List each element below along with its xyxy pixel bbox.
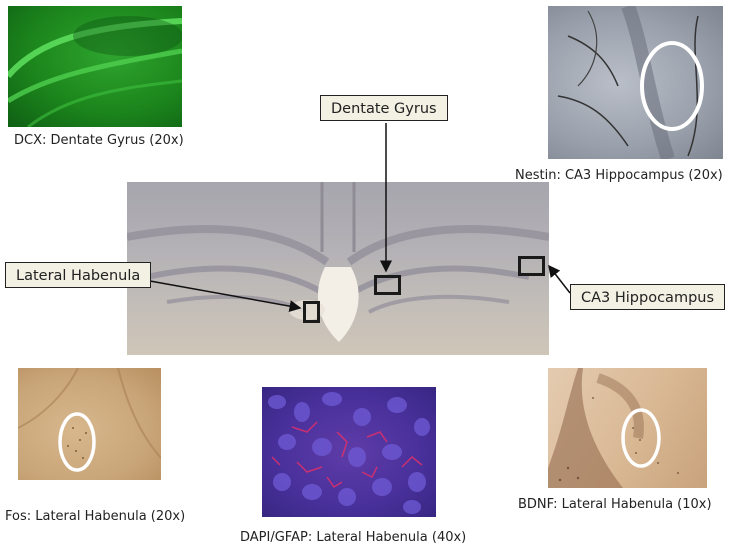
- nestin-ca3-image: [548, 6, 723, 159]
- dapi-gfap-caption: DAPI/GFAP: Lateral Habenula (40x): [240, 530, 467, 545]
- dentate-gyrus-box: [374, 275, 401, 295]
- dcx-dentate-gyrus-image: [8, 6, 182, 127]
- highlight-circle: [58, 412, 96, 472]
- fos-lateral-habenula-image: [18, 368, 161, 480]
- ca3-hippocampus-callout: CA3 Hippocampus: [570, 284, 726, 310]
- dentate-gyrus-callout: Dentate Gyrus: [320, 95, 448, 121]
- bdnf-lateral-habenula-image: [548, 368, 707, 488]
- nestin-caption: Nestin: CA3 Hippocampus (20x): [515, 168, 723, 183]
- fos-caption: Fos: Lateral Habenula (20x): [5, 509, 186, 524]
- ca3-hippocampus-box: [518, 256, 545, 276]
- bdnf-caption: BDNF: Lateral Habenula (10x): [518, 497, 712, 512]
- dapi-gfap-lateral-habenula-image: [262, 387, 436, 517]
- lateral-habenula-arrow: [149, 280, 302, 313]
- highlight-circle: [640, 41, 704, 131]
- dcx-caption: DCX: Dentate Gyrus (20x): [14, 133, 184, 148]
- ca3-hippocampus-arrow: [548, 264, 571, 294]
- lateral-habenula-box: [303, 301, 320, 323]
- highlight-circle: [621, 408, 661, 468]
- lateral-habenula-callout: Lateral Habenula: [5, 262, 152, 288]
- brain-slice-image: [127, 182, 549, 355]
